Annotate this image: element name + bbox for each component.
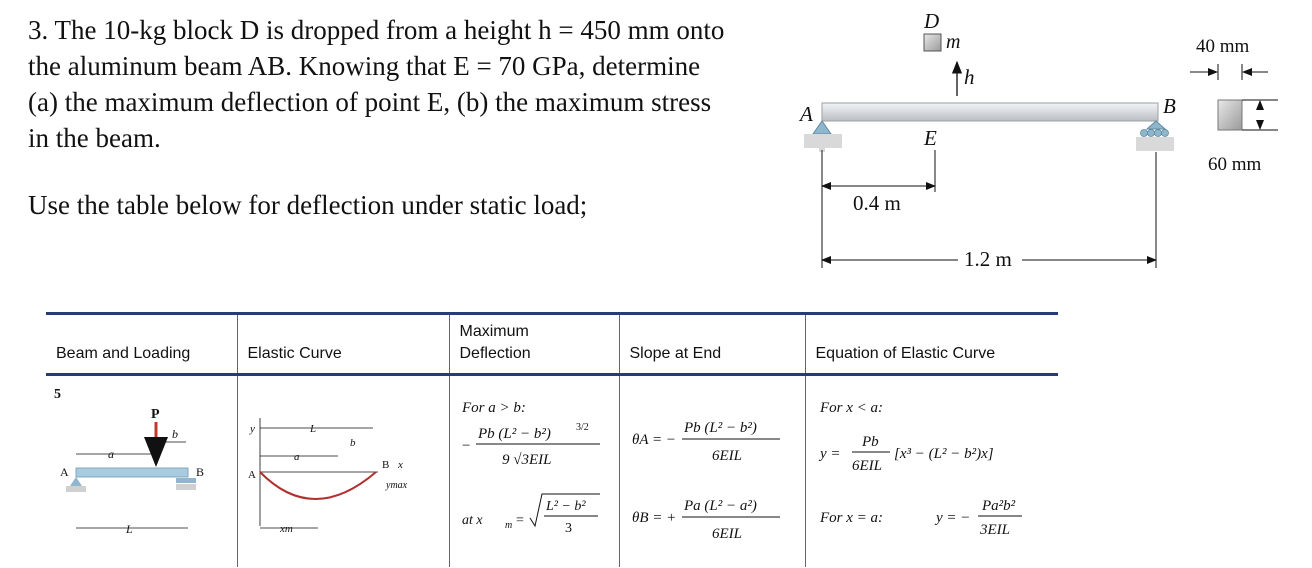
location-equals: =	[516, 513, 524, 528]
elastic-curve-diagram: y L a b A B x ymax xm	[248, 418, 408, 535]
curve-label-y: y	[249, 423, 255, 435]
cell-elastic-curve: y L a b A B x ymax xm	[237, 374, 450, 567]
thetaB-label: θB = +	[632, 510, 676, 526]
elastic-curve-equation: For x < a: y = Pb 6EIL [x³ − (L² − b²)x]…	[818, 400, 1022, 538]
deflection-exponent: 3/2	[576, 422, 589, 433]
beam-label-A: A	[60, 465, 69, 479]
deflected-curve	[258, 471, 377, 500]
curve-label-ymax: ymax	[385, 480, 408, 491]
beam-loading-diagram: 5 P a b A B	[54, 387, 204, 536]
deflection-denominator: 9 √3EIL	[502, 452, 551, 468]
beam-label-p: P	[151, 407, 160, 422]
slope-formula: θA = − Pb (L² − b²) 6EIL θB = + Pa (L² −…	[632, 420, 780, 542]
max-deflection-formula: For a > b: − Pb (L² − b²) 3/2 9 √3EIL at…	[461, 400, 600, 536]
dim-label-a: 0.4 m	[853, 191, 901, 215]
beam-roller-b	[176, 478, 196, 483]
cell-slope: θA = − Pb (L² − b²) 6EIL θB = + Pa (L² −…	[619, 374, 806, 567]
problem-statement: 3. The 10-kg block D is dropped from a h…	[28, 12, 788, 156]
cell-max-deflection: For a > b: − Pb (L² − b²) 3/2 9 √3EIL at…	[449, 374, 620, 567]
beam-bar	[75, 467, 189, 478]
curve-label-x: x	[397, 459, 403, 471]
thetaA-numerator: Pb (L² − b²)	[683, 420, 757, 436]
problem-line-3: (a) the maximum deflection of point E, (…	[28, 87, 712, 117]
roller-support-b	[1136, 120, 1174, 151]
section-height-label: 60 mm	[1208, 154, 1262, 175]
location-sub: m	[505, 520, 512, 531]
cell-equation: For x < a: y = Pb 6EIL [x³ − (L² − b²)x]…	[805, 375, 1058, 568]
block-d	[923, 33, 942, 52]
problem-line-2: the aluminum beam AB. Knowing that E = 7…	[28, 51, 701, 81]
beam-label-B: B	[196, 465, 204, 479]
thetaB-numerator: Pa (L² − a²)	[683, 498, 757, 514]
deflection-minus: −	[462, 438, 470, 454]
label-m: m	[946, 31, 960, 53]
curve-label-A: A	[248, 469, 256, 481]
section-width-label: 40 mm	[1196, 36, 1250, 57]
beam-ab	[821, 102, 1159, 122]
curve-label-b: b	[350, 437, 356, 449]
problem-line-1: 3. The 10-kg block D is dropped from a h…	[28, 15, 725, 45]
instruction-text: Use the table below for deflection under…	[28, 190, 588, 220]
header-deflection-line2: Deflection	[459, 345, 531, 362]
cross-section	[1217, 99, 1243, 131]
header-curve: Elastic Curve	[237, 313, 450, 375]
pin-support-a	[804, 120, 842, 152]
curve-label-a: a	[294, 451, 300, 463]
table-row: 5 P a b A B	[46, 374, 1058, 568]
beam-pin-a	[70, 477, 82, 486]
dim-label-l: 1.2 m	[964, 247, 1012, 271]
beam-figure: D m h A B E 0.4 m 1.2 m 40 mm 60 mm	[798, 9, 1278, 271]
deflection-table: Beam and Loading Elastic Curve Maximum D…	[46, 312, 1058, 567]
equation-condition-2: For x = a:	[819, 510, 883, 526]
label-b: B	[1163, 94, 1176, 118]
beam-ground-b	[176, 484, 196, 490]
label-h: h	[964, 65, 975, 89]
equation-y2-denominator: 3EIL	[979, 522, 1010, 538]
label-a: A	[798, 102, 813, 126]
case-number: 5	[54, 387, 61, 402]
equation-y2-prefix: y = −	[934, 510, 970, 526]
header-equation: Equation of Elastic Curve	[815, 345, 996, 362]
beam-ground-a	[66, 486, 86, 492]
sqrt-sign	[529, 493, 600, 528]
cell-beam-loading: 5 P a b A B	[46, 374, 238, 567]
deflection-condition: For a > b:	[461, 400, 526, 416]
header-deflection: Maximum Deflection	[449, 313, 620, 375]
equation-y2-numerator: Pa²b²	[981, 498, 1016, 514]
beam-label-L: L	[125, 522, 133, 536]
curve-label-B: B	[382, 459, 389, 471]
location-numerator: L² − b²	[545, 499, 586, 514]
header-beam: Beam and Loading	[46, 313, 238, 375]
location-prefix: at x	[462, 513, 483, 528]
thetaB-denominator: 6EIL	[712, 526, 742, 542]
header-slope: Slope at End	[619, 313, 806, 375]
deflection-numerator: Pb (L² − b²)	[477, 426, 551, 442]
curve-label-L: L	[309, 423, 316, 435]
beam-label-a: a	[108, 447, 114, 461]
label-e: E	[923, 126, 937, 150]
equation-condition-1: For x < a:	[819, 400, 883, 416]
location-denominator: 3	[565, 521, 572, 536]
curve-label-xm: xm	[279, 523, 293, 535]
thetaA-label: θA = −	[632, 432, 676, 448]
equation-y1-denominator: 6EIL	[852, 458, 882, 474]
beam-label-b: b	[172, 427, 178, 441]
thetaA-denominator: 6EIL	[712, 448, 742, 464]
problem-line-4: in the beam.	[28, 123, 161, 153]
equation-y1-bracket: [x³ − (L² − b²)x]	[894, 446, 994, 462]
label-d: D	[923, 9, 939, 33]
table-header-row: Beam and Loading Elastic Curve Maximum D…	[46, 313, 1058, 375]
equation-y1-prefix: y =	[818, 446, 841, 462]
header-deflection-line1: Maximum	[459, 323, 529, 340]
equation-y1-numerator: Pb	[861, 434, 879, 450]
